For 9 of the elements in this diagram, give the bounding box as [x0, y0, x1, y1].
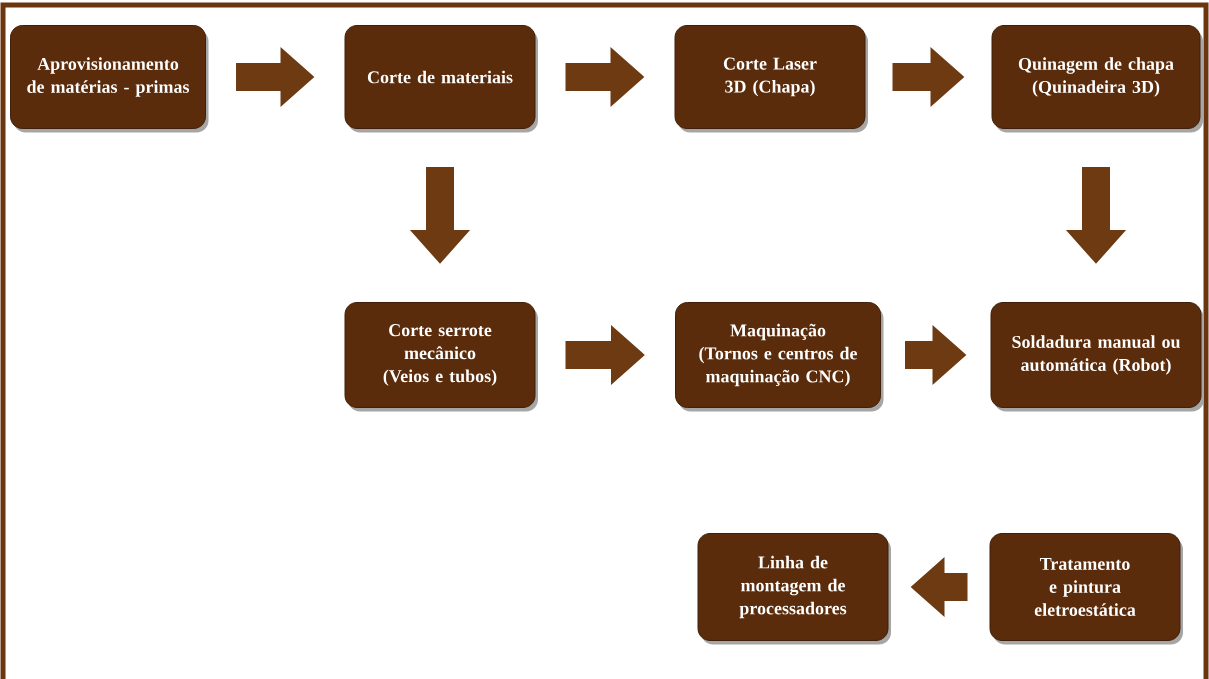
process-box: Maquinação (Tornos e centros de maquinação CNC)	[675, 302, 884, 412]
process-box: Soldadura manual ou automática (Robot)	[990, 302, 1204, 412]
process-box: Corte serrote mecânico (Veios e tubos)	[344, 302, 538, 412]
process-box: Corte Laser 3D (Chapa)	[674, 25, 868, 133]
process-box: Aprovisionamento de matérias - primas	[10, 25, 209, 133]
process-box: Corte de materiais	[344, 25, 538, 133]
process-box: Tratamento e pintura eletroestática	[989, 533, 1183, 645]
process-box: Linha de montagem de processadores	[697, 533, 891, 645]
process-box: Quinagem de chapa (Quinadeira 3D)	[991, 25, 1203, 133]
